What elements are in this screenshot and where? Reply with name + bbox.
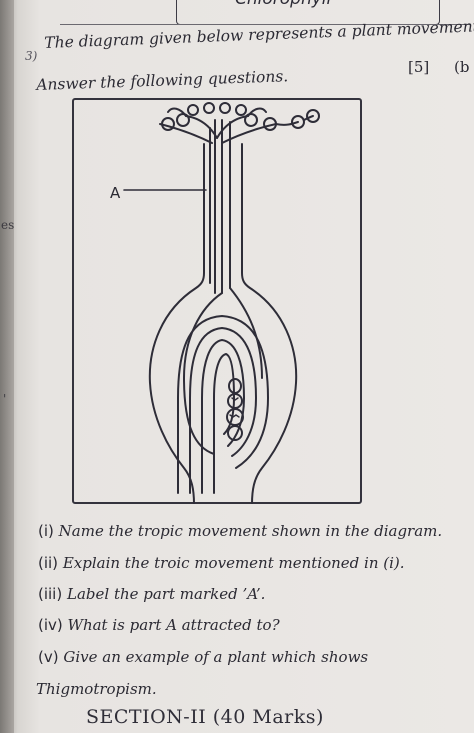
stigma-branches	[159, 102, 320, 144]
sub-question-1: (i) Name the tropic movement shown in th…	[38, 522, 442, 540]
top-box-text: Chlorophyll	[235, 0, 331, 9]
pollen-tube-path	[229, 287, 263, 379]
sub-question-3: (iii) Label the part marked ’A’.	[38, 585, 265, 603]
style-wall-right	[241, 143, 298, 504]
style-wall-left	[148, 143, 205, 504]
sub-question-text: Label the part marked ’A’.	[67, 585, 266, 603]
sub-question-number: (iii)	[38, 585, 63, 603]
sub-question-text: What is part A attracted to?	[67, 616, 280, 634]
sub-question-4: (iv) What is part A attracted to?	[38, 616, 280, 634]
sub-question-text: Explain the troic movement mentioned in …	[62, 554, 405, 572]
top-divider	[60, 24, 470, 25]
cut-off-text: (b	[454, 58, 470, 76]
pollen-tube-ovule-diagram	[123, 102, 320, 504]
sub-question-number: (i)	[38, 522, 54, 540]
margin-fragment: es	[1, 218, 15, 232]
margin-fragment: '	[3, 392, 7, 406]
question-intro-line2: Answer the following questions.	[36, 67, 289, 94]
sub-question-number: (ii)	[38, 554, 59, 572]
sub-question-text: Name the tropic movement shown in the di…	[58, 522, 443, 540]
sub-question-2: (ii) Explain the troic movement mentione…	[38, 554, 405, 572]
ovule-outer-integument	[177, 314, 270, 494]
sub-question-5: (v) Give an example of a plant which sho…	[38, 648, 368, 666]
diagram-frame	[72, 98, 362, 504]
ovule-inner-integument	[189, 326, 258, 494]
nucellus	[201, 338, 246, 494]
question-number: 3)	[25, 49, 38, 63]
pollen-tube-path	[182, 292, 223, 455]
sub-question-text: Give an example of a plant which shows	[63, 648, 369, 666]
question-marks: [5]	[408, 58, 430, 76]
sub-question-number: (iv)	[38, 616, 63, 634]
section-heading: SECTION-II (40 Marks)	[86, 706, 324, 728]
sub-question-5-continued: Thigmotropism.	[36, 680, 157, 698]
sub-question-text: Thigmotropism.	[36, 680, 157, 698]
book-gutter-shadow	[0, 0, 14, 733]
label-a: A	[110, 184, 121, 202]
sub-question-number: (v)	[38, 648, 59, 666]
embryo-sac-wall	[213, 352, 236, 494]
